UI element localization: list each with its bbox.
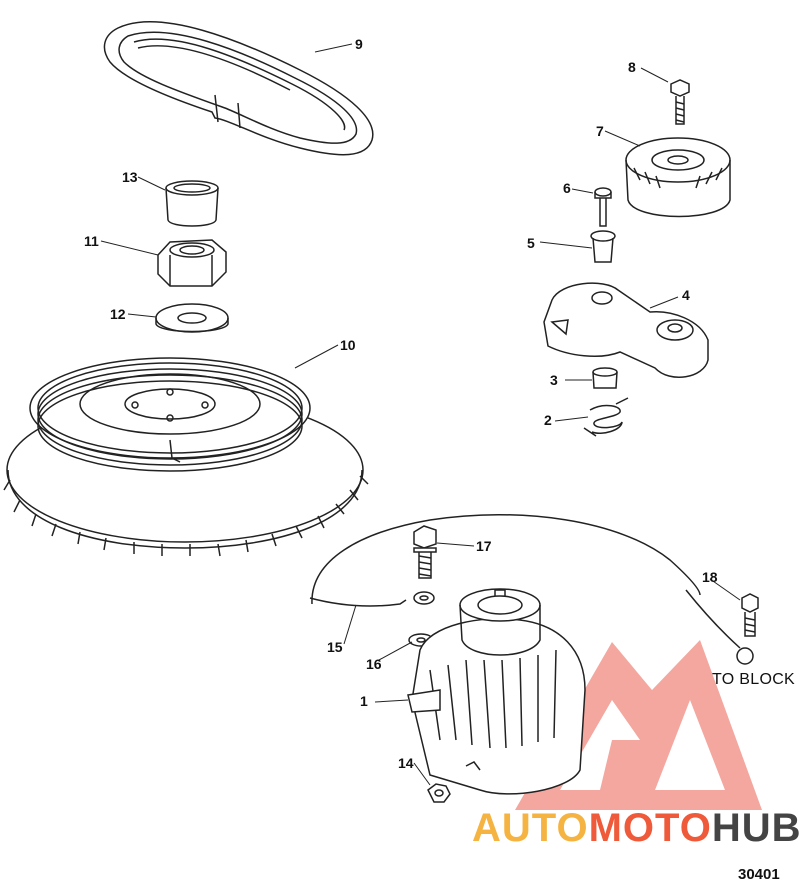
spacer-sleeve	[590, 230, 616, 263]
callout-2: 2	[544, 412, 552, 428]
callout-18: 18	[702, 569, 718, 585]
callout-10: 10	[340, 337, 356, 353]
callout-9: 9	[355, 36, 363, 52]
torsion-spring	[583, 397, 629, 437]
callout-7: 7	[596, 123, 604, 139]
callout-11: 11	[84, 233, 99, 249]
belt	[103, 21, 374, 156]
callout-14: 14	[398, 755, 414, 771]
callout-17: 17	[476, 538, 492, 554]
alternator	[407, 588, 586, 795]
callout-8: 8	[628, 59, 636, 75]
watermark-part-1: AUTO	[472, 806, 589, 850]
callout-12: 12	[110, 306, 126, 322]
small-bolt	[670, 79, 690, 125]
tensioner-arm	[543, 282, 709, 378]
idler-pulley	[625, 137, 731, 218]
small-nut	[427, 783, 451, 803]
washer	[155, 303, 229, 333]
callout-1: 1	[360, 693, 368, 709]
callout-4: 4	[682, 287, 690, 303]
leader-lines	[100, 43, 741, 786]
ground-wire	[309, 513, 754, 665]
screw	[594, 187, 612, 227]
callout-3: 3	[550, 372, 558, 388]
to-block-note: TO BLOCK	[712, 671, 796, 688]
watermark-part-2: MOTO	[588, 806, 712, 850]
figure-id: 30401	[738, 866, 780, 883]
callout-6: 6	[563, 180, 571, 196]
bushing	[165, 180, 219, 227]
callout-13: 13	[122, 169, 138, 185]
ground-bolt	[741, 593, 759, 637]
watermark-text: AUTOMOTOHUB	[472, 806, 800, 851]
callout-5: 5	[527, 235, 535, 251]
hex-nut	[157, 239, 227, 287]
watermark-part-3: HUB	[711, 806, 800, 850]
alternator-bolt	[413, 525, 437, 579]
callout-16: 16	[366, 656, 382, 672]
flywheel-pulley	[3, 357, 369, 557]
callout-15: 15	[327, 639, 343, 655]
tensioner-bushing	[592, 367, 618, 389]
